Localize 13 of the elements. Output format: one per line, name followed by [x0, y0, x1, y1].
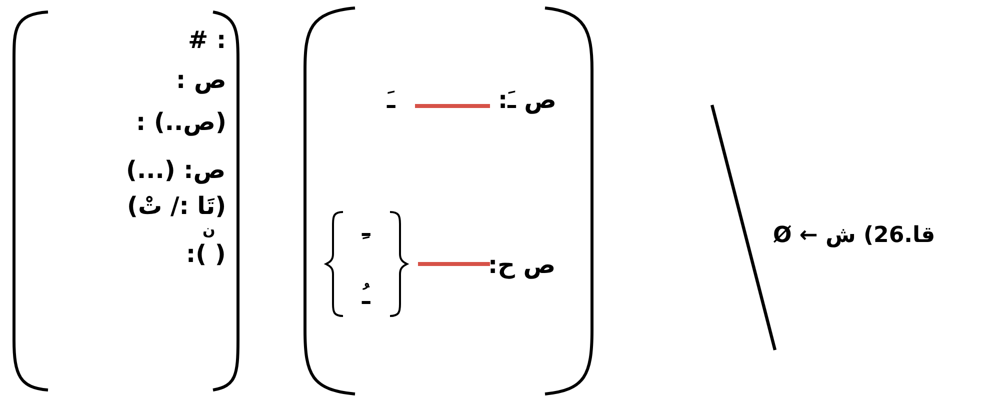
feature-text: ص ح:: [488, 250, 556, 280]
feature-text: ص :: [176, 65, 226, 95]
feature-text: : #: [188, 25, 226, 55]
superscript-letter: ن: [202, 220, 216, 240]
vowel-sign: ـِ: [362, 213, 370, 243]
feature-text: (تَا :/ تْ): [127, 191, 226, 221]
rule-text: قا.26) ش ← Ø: [773, 222, 936, 250]
feature-text: ـَ: [387, 85, 396, 115]
vowel-sign: ـُ: [362, 281, 370, 311]
feature-text: ( ):: [186, 239, 226, 269]
feature-text: (ص..) :: [136, 107, 226, 137]
feature-text: ص ـَ:: [498, 85, 556, 115]
feature-text: ص: (...): [126, 155, 226, 185]
